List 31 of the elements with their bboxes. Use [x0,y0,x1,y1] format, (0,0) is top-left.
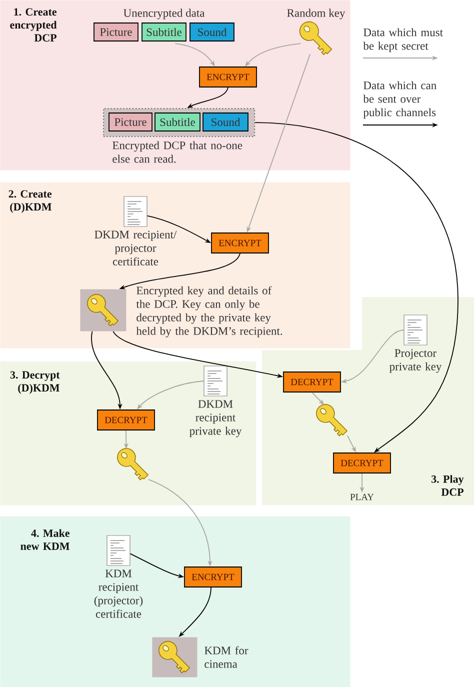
section-title: 1. Create encrypted DCP [10,8,57,42]
legend-text: Data which must be kept secret [363,28,443,52]
icon-label: DKDM recipient private key [190,400,242,438]
track-box: Subtitle [154,112,200,132]
group-label: Unencrypted data [124,8,205,20]
track-box: Picture [108,112,152,132]
track-box: Subtitle [142,22,186,42]
icon-label: Projector private key [390,349,442,373]
icon-label: DKDM recipient/ projector certificate [94,230,177,266]
process-box: ENCRYPT [211,232,269,254]
icon-label: Random key [287,8,346,20]
section-title: 3. Decrypt (D)KDM [10,371,60,394]
section-title: 3. Play DCP [432,475,464,496]
process-box: DECRYPT [333,452,391,474]
process-box: ENCRYPT [184,566,242,588]
frame-caption: Encrypted DCP that no-one else can read. [112,141,242,163]
track-box: Sound [202,112,248,132]
output-label: PLAY [350,494,374,500]
section-title: 2. Create (D)KDM [8,190,52,213]
description-text: KDM for cinema [204,646,248,668]
track-box: Picture [94,22,138,42]
key-icon [117,448,148,480]
key-icon [316,404,348,436]
section-title: 4. Make new KDM [20,529,70,550]
process-box: DECRYPT [283,372,341,392]
icon-label: KDM recipient (projector) certificate [94,570,143,618]
track-box: Sound [190,22,234,42]
description-text: Encrypted key and details of the DCP. Key can only be decrypted by the private key held by the DKDM’s recipient. [136,286,282,338]
process-box: DECRYPT [97,410,155,430]
process-box: ENCRYPT [199,66,257,88]
legend-text: Data which can be sent over public channels [363,81,436,119]
